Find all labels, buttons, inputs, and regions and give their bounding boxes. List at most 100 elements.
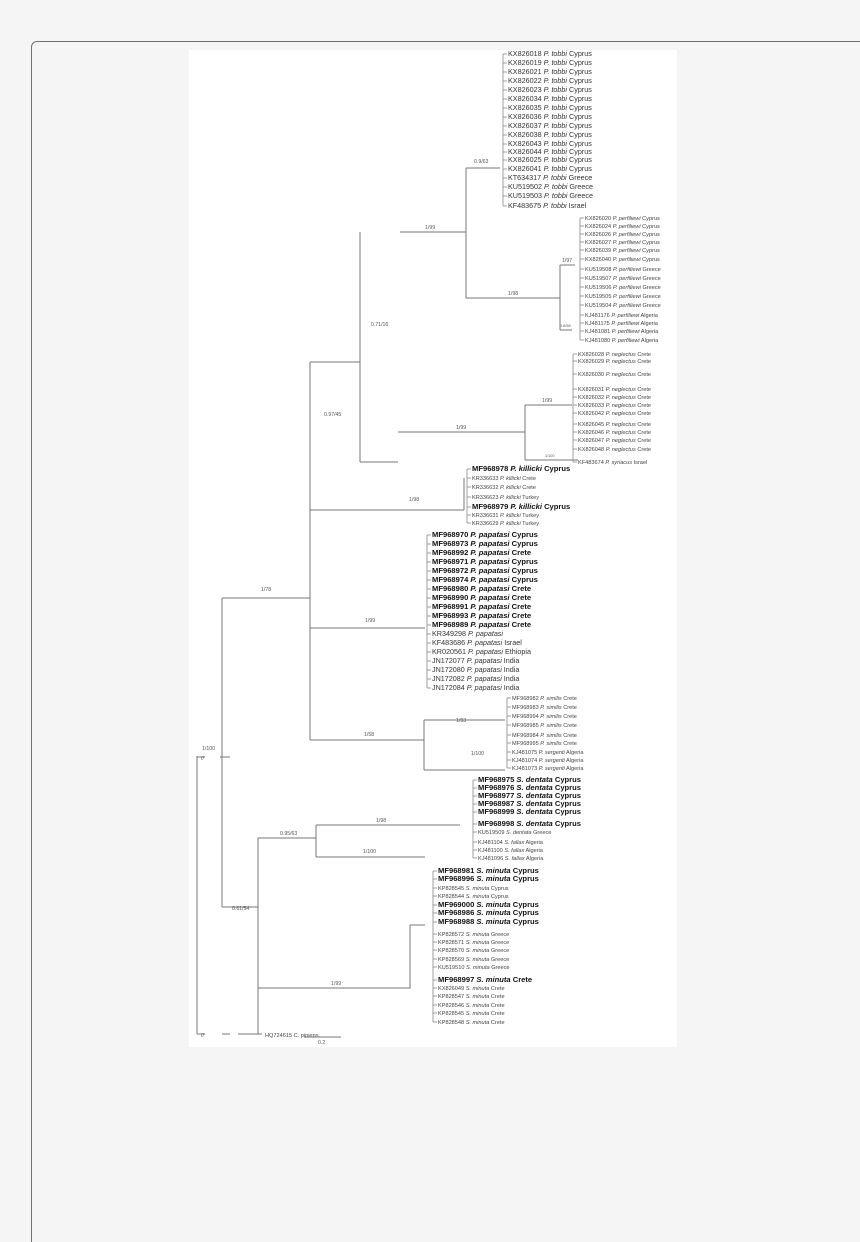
tip-label: KX826034 P. tobbi Cyprus	[508, 94, 592, 103]
tip-label: KX826025 P. tobbi Cyprus	[508, 155, 592, 164]
support-value: 1/99	[425, 225, 435, 231]
tip-label: KX826030 P. neglectus Crete	[578, 372, 651, 378]
tip-label: KF483674 P. syriacus Israel	[578, 460, 647, 466]
tip-label: MF968991 P. papatasi Crete	[432, 602, 531, 611]
tip-label: KX826019 P. tobbi Cyprus	[508, 58, 592, 67]
tip-label: KP828544 S. minuta Cyprus	[438, 894, 509, 900]
scale-bar-label: 0.2	[318, 1040, 325, 1046]
tip-label: MF968976 S. dentata Cyprus	[478, 783, 581, 792]
support-value: 0.61/54	[232, 906, 249, 912]
tip-label: KU519503 P. tobbi Greece	[508, 191, 593, 200]
tip-label: MF968999 S. dentata Cyprus	[478, 807, 581, 816]
support-value: 1/97	[562, 258, 572, 264]
tip-label: KX826023 P. tobbi Cyprus	[508, 85, 592, 94]
tip-label: KX826036 P. tobbi Cyprus	[508, 112, 592, 121]
support-value: 1/99	[456, 425, 466, 431]
outgroup-label: HQ724615 C. pipiens	[265, 1033, 319, 1039]
tip-label: KX826021 P. tobbi Cyprus	[508, 67, 592, 76]
tip-label: KJ481073 P. sergenti Algeria	[512, 766, 584, 772]
support-value: 0.95/63	[280, 831, 297, 837]
tip-label: MF968992 P. papatasi Crete	[432, 548, 531, 557]
tip-label: MF968984 P. similis Crete	[512, 733, 577, 739]
tip-label: MF968972 P. papatasi Cyprus	[432, 566, 538, 575]
tip-label: KP828546 S. minuta Crete	[438, 1003, 505, 1009]
break-mark: //	[201, 756, 204, 762]
tip-label: KP828571 S. minuta Greece	[438, 940, 509, 946]
tip-label: KJ481074 P. sergenti Algeria	[512, 758, 584, 764]
support-value: 1/99	[542, 398, 552, 404]
tip-label: MF968993 P. papatasi Crete	[432, 611, 531, 620]
tree-branches	[196, 167, 578, 1035]
tip-label: MF968997 S. minuta Crete	[438, 975, 532, 984]
tip-label: KP828545 S. minuta Crete	[438, 1011, 505, 1017]
tip-label: KJ481176 P. perfiliewi Algeria	[585, 313, 659, 319]
tip-label: KP828545 S. minuta Cyprus	[438, 886, 509, 892]
tip-label: KX826022 P. tobbi Cyprus	[508, 76, 592, 85]
tip-label: MF968994 P. similis Crete	[512, 714, 577, 720]
tip-label: MF968983 P. similis Crete	[512, 705, 577, 711]
tip-label: MF968981 S. minuta Cyprus	[438, 866, 539, 875]
tip-label: KX826033 P. neglectus Crete	[578, 403, 651, 409]
support-value: 1/78	[261, 587, 271, 593]
tip-label: KR336631 P. killicki Turkey	[472, 513, 539, 519]
tip-label: KJ481075 P. sergenti Algeria	[512, 750, 584, 756]
tip-label: KR020561 P. papatasi Ethiopia	[432, 647, 531, 656]
tip-label: KP828569 S. minuta Greece	[438, 957, 509, 963]
content-frame	[31, 41, 860, 1242]
tip-label: KP828570 S. minuta Greece	[438, 948, 509, 954]
tip-label: KR336623 P. killicki Turkey	[472, 495, 539, 501]
tip-label: KF483686 P. papatasi Israel	[432, 638, 522, 647]
tip-label: MF968986 S. minuta Cyprus	[438, 908, 539, 917]
tip-label: KX826024 P. perfiliewi Cyprus	[585, 224, 660, 230]
support-value: 1/100	[471, 751, 484, 757]
tip-label: MF968987 S. dentata Cyprus	[478, 799, 581, 808]
tip-label: KF483675 P. tobbi Israel	[508, 201, 587, 210]
support-value: 1/58	[364, 732, 374, 738]
tip-label: KJ481081 P. perfiliewi Algeria	[585, 329, 659, 335]
support-value: 1/100	[202, 746, 215, 752]
tip-label: MF968996 S. minuta Cyprus	[438, 874, 539, 883]
tip-label: JN172082 P. papatasi India	[432, 674, 519, 683]
tip-label: KX826041 P. tobbi Cyprus	[508, 164, 592, 173]
tip-label: KT634317 P. tobbi Greece	[508, 173, 592, 182]
tip-label: KR336632 P. killicki Crete	[472, 485, 536, 491]
tip-label: MF968978 P. killicki Cyprus	[472, 464, 570, 473]
tip-label: JN172080 P. papatasi India	[432, 665, 519, 674]
tip-label: KR336629 P. killicki Turkey	[472, 521, 539, 527]
tip-label: KP828547 S. minuta Crete	[438, 994, 505, 1000]
tip-label: KX826027 P. perfiliewi Cyprus	[585, 240, 660, 246]
tip-label: KR349298 P. papatasi	[432, 629, 503, 638]
tip-label: KX826045 P. neglectus Crete	[578, 422, 651, 428]
tip-label: MF968970 P. papatasi Cyprus	[432, 530, 538, 539]
tip-label: KX826047 P. neglectus Crete	[578, 438, 651, 444]
tip-label: KX826039 P. perfiliewi Cyprus	[585, 248, 660, 254]
tip-label: KX826028 P. neglectus Crete	[578, 352, 651, 358]
tip-label: KX826037 P. tobbi Cyprus	[508, 121, 592, 130]
tip-label: KU519505 P. perfiliewi Greece	[585, 294, 661, 300]
tip-label: KU519509 S. dentata Greece	[478, 830, 551, 836]
support-value: 1/99	[365, 618, 375, 624]
tip-label: KP828548 S. minuta Crete	[438, 1020, 505, 1026]
break-mark: //	[201, 1033, 204, 1039]
support-value: 1/98	[508, 291, 518, 297]
support-value: 1/98	[376, 818, 386, 824]
tip-label: KX826035 P. tobbi Cyprus	[508, 103, 592, 112]
tip-label: KJ481096 S. fallax Algeria	[478, 856, 544, 862]
tip-label: MF969000 S. minuta Cyprus	[438, 900, 539, 909]
tip-label: KX826032 P. neglectus Crete	[578, 395, 651, 401]
tip-label: MF968977 S. dentata Cyprus	[478, 791, 581, 800]
support-value: 1/100	[545, 454, 555, 458]
tip-label: KU519504 P. perfiliewi Greece	[585, 303, 661, 309]
tip-label: KU519507 P. perfiliewi Greece	[585, 276, 661, 282]
tip-label: MF968988 S. minuta Cyprus	[438, 917, 539, 926]
tip-label: MF968975 S. dentata Cyprus	[478, 775, 581, 784]
tip-label: KX826018 P. tobbi Cyprus	[508, 49, 592, 58]
tip-label: KU519508 P. perfiliewi Greece	[585, 267, 661, 273]
support-value: 0.97/45	[324, 412, 341, 418]
tip-label: MF968973 P. papatasi Cyprus	[432, 539, 538, 548]
support-value: 1/93	[456, 718, 466, 724]
outgroup: // // HQ724615 C. pipiens	[201, 756, 319, 1039]
tip-label: JN172084 P. papatasi India	[432, 683, 519, 692]
